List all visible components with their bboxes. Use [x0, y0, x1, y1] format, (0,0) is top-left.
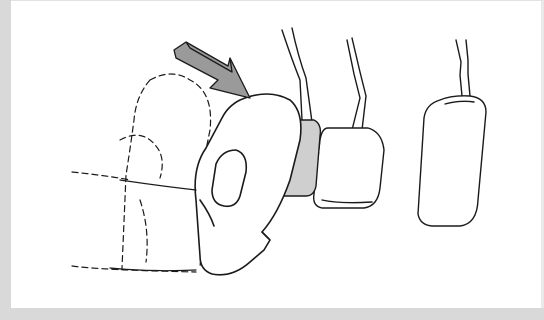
leg-bottom-line [109, 267, 197, 272]
foot-shoe [194, 93, 302, 276]
middle-pedal-pad-edge [321, 199, 373, 204]
shoe-heel-edge [261, 231, 269, 239]
shoe-tongue [211, 149, 248, 208]
ghost-heel [139, 199, 148, 263]
accelerator-pedal [417, 39, 487, 227]
accelerator-pad-edge [444, 100, 475, 105]
shoe-side-seam [199, 199, 215, 227]
middle-pedal-arm-left [346, 39, 361, 131]
middle-pedal-pad [312, 127, 385, 209]
foot-ghost-outline [71, 73, 212, 273]
press-direction-arrow-icon [173, 41, 251, 99]
accelerator-arm-right [465, 39, 471, 97]
ghost-shoe-back [121, 79, 151, 269]
leg-top-line [119, 179, 197, 191]
shoe-body [194, 93, 302, 276]
arrow-body [173, 41, 251, 99]
middle-pedal-arm-right [351, 37, 367, 131]
ghost-leg-bottom [71, 265, 197, 273]
accelerator-arm-left [455, 39, 463, 97]
arrow-bevel [185, 41, 233, 73]
middle-pedal [312, 37, 385, 209]
ghost-laces [119, 134, 163, 179]
frame-right-border [541, 0, 544, 308]
pressed-pedal-arm-right [291, 27, 313, 123]
ghost-leg-top [71, 171, 131, 181]
leg-lines [109, 179, 197, 272]
frame-bottom-border [0, 308, 544, 320]
frame-top-border [11, 0, 544, 1]
accelerator-pad [417, 95, 487, 227]
frame-left-border [0, 0, 11, 320]
pressed-pedal-arm-left [281, 29, 303, 121]
